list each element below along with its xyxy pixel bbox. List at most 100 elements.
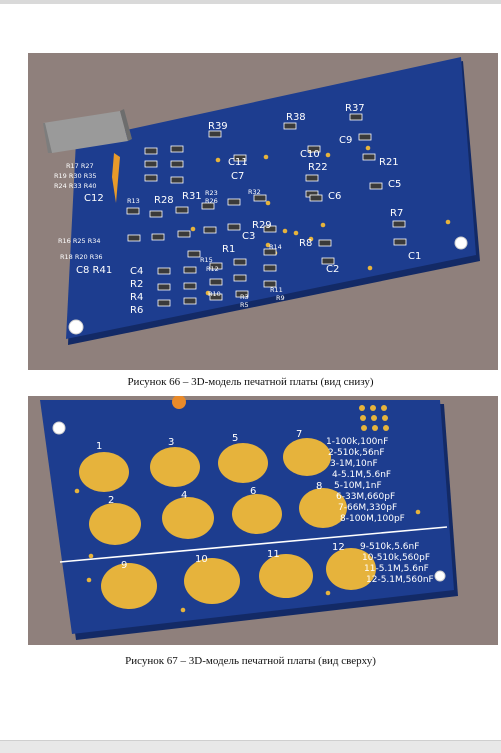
label-r17-r27: R17 R27 — [66, 162, 94, 170]
legend-line-2: 2-510k,56nF — [328, 448, 385, 458]
contact-pad-11 — [259, 554, 313, 598]
contact-pads — [79, 438, 376, 609]
label-r39: R39 — [208, 121, 228, 132]
label-r24-r33-r40: R24 R33 R40 — [54, 182, 97, 190]
pad-number-7: 7 — [296, 429, 302, 440]
label-r10: R10 — [208, 290, 221, 298]
pcb-bottom-svg: R39 R38 R37 C9 C11 C10 R22 R21 C7 C6 C5 … — [43, 57, 480, 345]
legend-line-8: 8-100M,100pF — [340, 514, 405, 524]
pad-number-10: 10 — [195, 554, 208, 565]
label-c12: C12 — [84, 193, 104, 204]
label-r23: R23 — [205, 189, 218, 197]
legend-line-11: 11-5.1M,5.6nF — [364, 564, 429, 574]
label-r6: R6 — [130, 305, 143, 316]
contact-pad-3 — [150, 447, 200, 487]
label-r3: R3 — [240, 293, 249, 301]
silkscreen-labels: R39 R38 R37 C9 C11 C10 R22 R21 C7 C6 C5 … — [76, 103, 421, 316]
label-c2: C2 — [326, 264, 339, 275]
mounting-hole — [454, 236, 468, 250]
legend-line-12: 12-5.1M,560nF — [366, 575, 434, 585]
value-legend: 1-100k,100nF 2-510k,56nF 3-1M,10nF 4-5.1… — [326, 437, 434, 585]
pad-number-3: 3 — [168, 437, 174, 448]
label-r4: R4 — [130, 292, 143, 303]
silkscreen-small-labels: R17 R27 R19 R30 R35 R24 R33 R40 R13 R23 … — [54, 162, 285, 309]
contact-pad-8 — [299, 488, 347, 528]
label-r7: R7 — [390, 208, 403, 219]
label-r37: R37 — [345, 103, 365, 114]
vias — [74, 405, 421, 613]
label-r22: R22 — [308, 162, 328, 173]
label-c7: C7 — [231, 171, 244, 182]
label-c9: C9 — [339, 135, 352, 146]
contact-pad-6 — [232, 494, 282, 534]
label-c3: C3 — [242, 231, 255, 242]
pad-numbers: 1 3 5 7 2 4 6 8 9 10 11 12 — [96, 429, 345, 571]
smd-components — [126, 113, 407, 307]
label-c1: C1 — [408, 251, 421, 262]
mounting-hole — [434, 570, 446, 582]
label-r31: R31 — [182, 191, 202, 202]
contact-pad-1 — [79, 452, 129, 492]
pad-number-8: 8 — [316, 481, 322, 492]
contact-pad-12 — [326, 548, 376, 590]
label-r16-r25-r34: R16 R25 R34 — [58, 237, 101, 245]
legend-line-1: 1-100k,100nF — [326, 437, 388, 447]
label-r12: R12 — [206, 265, 219, 273]
label-r38: R38 — [286, 112, 306, 123]
page-bottom-bar — [0, 740, 501, 753]
legend-line-4: 4-5.1M,5.6nF — [332, 470, 391, 480]
pcb-top-svg: 1 3 5 7 2 4 6 8 9 10 11 12 1-100k,100nF … — [40, 396, 458, 640]
label-r5: R5 — [240, 301, 249, 309]
contact-pad-10 — [184, 558, 240, 604]
label-r11: R11 — [270, 286, 283, 294]
pad-number-2: 2 — [108, 495, 114, 506]
pad-number-4: 4 — [181, 490, 187, 501]
legend-line-9: 9-510k,5.6nF — [360, 542, 419, 552]
label-r29: R29 — [252, 220, 272, 231]
label-c5: C5 — [388, 179, 401, 190]
label-r8: R8 — [299, 238, 312, 249]
label-r9: R9 — [276, 294, 285, 302]
mounting-hole — [52, 421, 66, 435]
label-r28: R28 — [154, 195, 174, 206]
label-r18-r20-r36: R18 R20 R36 — [60, 253, 103, 261]
label-r26: R26 — [205, 197, 218, 205]
legend-line-5: 5-10M,1nF — [334, 481, 382, 491]
contact-pad-7 — [283, 438, 331, 476]
label-r13: R13 — [127, 197, 140, 205]
pad-number-11: 11 — [267, 549, 280, 560]
connector-tab — [172, 396, 186, 409]
label-c4: C4 — [130, 266, 143, 277]
pad-number-5: 5 — [232, 433, 238, 444]
label-r2: R2 — [130, 279, 143, 290]
contact-pad-5 — [218, 443, 268, 483]
mounting-hole — [68, 319, 84, 335]
pcb-bottom-view-image: R39 R38 R37 C9 C11 C10 R22 R21 C7 C6 C5 … — [28, 53, 498, 370]
figure-66-caption: Рисунок 66 – 3D-модель печатной платы (в… — [127, 376, 374, 388]
label-c10: C10 — [300, 149, 320, 160]
legend-line-6: 6-33M,660pF — [336, 492, 395, 502]
figure-67-caption: Рисунок 67 – 3D-модель печатной платы (в… — [125, 655, 376, 667]
legend-line-10: 10-510k,560pF — [362, 553, 430, 563]
pad-number-1: 1 — [96, 441, 102, 452]
legend-line-3: 3-1M,10nF — [330, 459, 378, 469]
label-c11: C11 — [228, 157, 248, 168]
pad-number-9: 9 — [121, 560, 127, 571]
contact-pad-9 — [101, 563, 157, 609]
contact-pad-2 — [89, 503, 141, 545]
label-r19-r30-r35: R19 R30 R35 — [54, 172, 97, 180]
label-r15: R15 — [200, 256, 213, 264]
connector-block — [43, 111, 128, 153]
page-top-border — [0, 0, 501, 4]
divider-line — [59, 526, 448, 563]
label-r14: R14 — [269, 243, 282, 251]
pad-number-6: 6 — [250, 486, 256, 497]
label-c6: C6 — [328, 191, 341, 202]
label-r32: R32 — [248, 188, 261, 196]
label-c8-r41: C8 R41 — [76, 265, 112, 276]
connector-pin — [112, 153, 120, 203]
legend-line-7: 7-66M,330pF — [338, 503, 397, 513]
label-r21: R21 — [379, 157, 399, 168]
label-r1: R1 — [222, 244, 235, 255]
